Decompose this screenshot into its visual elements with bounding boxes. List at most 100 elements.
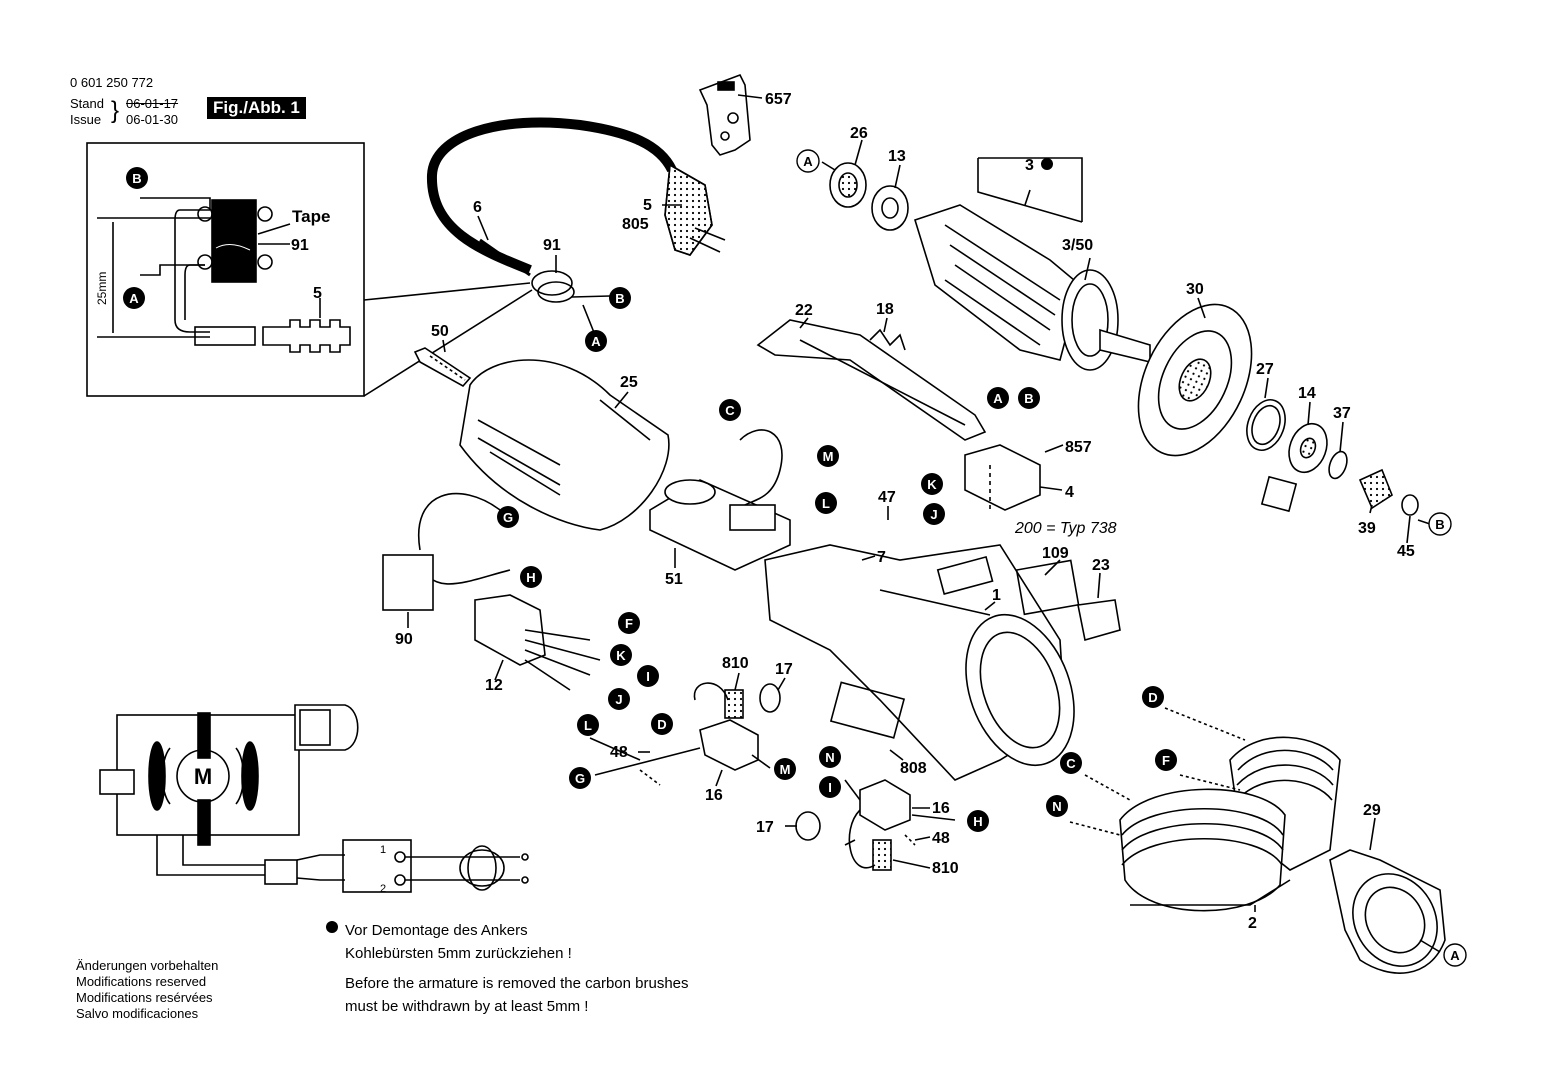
marker: L: [584, 718, 592, 733]
marker: N: [825, 750, 834, 765]
marker: H: [973, 814, 982, 829]
part-label: 51: [665, 571, 683, 588]
part-label: 17: [756, 819, 774, 836]
marker-outline: A: [803, 154, 813, 169]
marker: B: [615, 291, 624, 306]
part-number: 0 601 250 772: [70, 75, 154, 90]
issue-date: 06-01-30: [126, 112, 179, 127]
marker: M: [780, 762, 791, 777]
marker: I: [646, 669, 650, 684]
modifications-de: Änderungen vorbehalten: [76, 958, 219, 973]
issue-label: Issue: [70, 112, 102, 127]
circle-markers: A B A B A B C M L K J G H F K I J L D: [497, 149, 1467, 967]
bullet-marker: [1041, 158, 1053, 170]
part-label: 5: [643, 197, 652, 214]
note-en-line1: Before the armature is removed the carbo…: [345, 975, 689, 992]
modifications-es: Salvo modificaciones: [76, 1006, 199, 1021]
marker: B: [1024, 391, 1033, 406]
part-label: 16: [932, 800, 950, 817]
part-labels: 657 26 13 3 5 805 6 91 3/50 30 22 18 50 …: [395, 91, 1415, 932]
part-label: 48: [610, 744, 628, 761]
part-label: 808: [900, 760, 927, 777]
part-label: 3/50: [1062, 237, 1093, 254]
inset-leader-bottom: [363, 289, 533, 397]
inset-dimension: 25mm: [95, 272, 109, 305]
part-label: 657: [765, 91, 792, 108]
inset-tape-label: Tape: [292, 207, 330, 226]
part-label: 12: [485, 677, 503, 694]
marker: F: [625, 616, 633, 631]
part-label: 90: [395, 631, 413, 648]
part-label: 27: [1256, 361, 1274, 378]
marker: N: [1052, 799, 1061, 814]
marker: H: [526, 570, 535, 585]
part-label: 6: [473, 199, 482, 216]
stand-date: 06-01-17: [126, 96, 179, 111]
note-de-line1: Vor Demontage des Ankers: [345, 922, 528, 939]
marker: J: [930, 507, 937, 522]
marker: G: [503, 510, 513, 525]
part-label: 47: [878, 489, 896, 506]
marker-outline: B: [1435, 517, 1444, 532]
inset-marker-a: A: [129, 291, 139, 306]
inset-frame: [86, 142, 365, 397]
part-label: 50: [431, 323, 449, 340]
marker-outline: A: [1450, 948, 1460, 963]
modifications-en: Modifications reserved: [76, 974, 207, 989]
note-bullet: [326, 921, 338, 933]
marker: C: [725, 403, 735, 418]
part-label: 91: [543, 237, 561, 254]
part-label: 30: [1186, 281, 1204, 298]
part-label: 7: [877, 549, 886, 566]
part-label: 2: [1248, 915, 1257, 932]
inset-leader-top: [363, 282, 531, 301]
part-label: 18: [876, 301, 894, 318]
marker: L: [822, 496, 830, 511]
part-label: 29: [1363, 802, 1381, 819]
inset-markers: B A: [123, 167, 148, 309]
part-label: 1: [992, 587, 1001, 604]
marker: D: [657, 717, 666, 732]
marker: D: [1148, 690, 1157, 705]
terminal-label: 2: [380, 883, 386, 895]
terminal-label: 1: [380, 844, 386, 856]
part-label: 805: [622, 216, 649, 233]
part-label: 23: [1092, 557, 1110, 574]
part-label: 857: [1065, 439, 1092, 456]
part-label: 22: [795, 302, 813, 319]
inset-marker-b: B: [132, 171, 141, 186]
marker: J: [615, 692, 622, 707]
marker: G: [575, 771, 585, 786]
part-label: 14: [1298, 385, 1316, 402]
motor-label: M: [194, 764, 212, 789]
part-label: 17: [775, 661, 793, 678]
part-label: 810: [722, 655, 749, 672]
part-label: 48: [932, 830, 950, 847]
part-label: 45: [1397, 543, 1415, 560]
note-de-line2: Kohlebürsten 5mm zurückziehen !: [345, 945, 572, 962]
marker: A: [993, 391, 1003, 406]
part-label: 25: [620, 374, 638, 391]
part-label: 37: [1333, 405, 1351, 422]
marker: A: [591, 334, 601, 349]
part-label: 109: [1042, 545, 1069, 562]
part-label: 16: [705, 787, 723, 804]
part-label: 200 = Typ 738: [1014, 520, 1117, 537]
figure-label: Fig./Abb. 1: [207, 97, 306, 119]
part-label: 810: [932, 860, 959, 877]
part-label: 4: [1065, 484, 1074, 501]
marker: K: [927, 477, 937, 492]
inset-ref-91: 91: [291, 237, 309, 254]
marker: F: [1162, 753, 1170, 768]
stand-label: Stand: [70, 96, 104, 111]
part-label: 3: [1025, 157, 1034, 174]
part-label: 39: [1358, 520, 1376, 537]
marker: C: [1066, 756, 1076, 771]
note-en-line2: must be withdrawn by at least 5mm !: [345, 998, 589, 1015]
marker: K: [616, 648, 626, 663]
part-label: 26: [850, 125, 868, 142]
brace-glyph: }: [111, 97, 120, 124]
inset-ref-5: 5: [313, 285, 322, 302]
marker: M: [823, 449, 834, 464]
